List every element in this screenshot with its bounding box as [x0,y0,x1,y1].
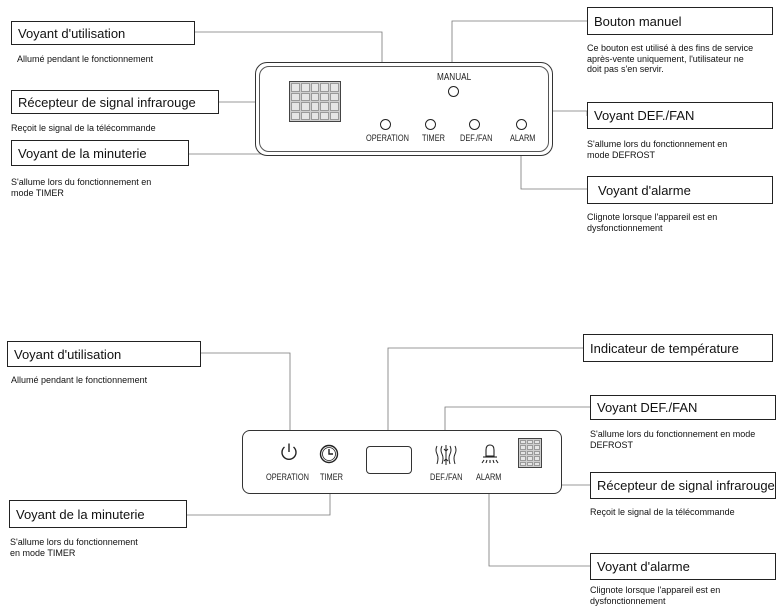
desc-line: mode TIMER [11,187,64,198]
callout-desc: Clignote lorsque l'appareil est en dysfo… [587,212,717,233]
callout-title: Récepteur de signal infrarouge [18,94,196,110]
callout-title: Bouton manuel [594,13,682,29]
callout-title: Voyant d'alarme [597,559,690,574]
desc-line: dysfonctionnement [587,222,663,233]
callout-title: Voyant d'alarme [598,182,691,198]
callout-desc: Reçoit le signal de la télécommande [11,123,156,133]
desc-line: mode DEFROST [587,149,656,160]
desc-line: dysfonctionnement [590,595,666,606]
callout-desc: Allumé pendant le fonctionnement [17,54,154,64]
alarm-led [516,119,527,130]
callout-desc: Ce bouton est utilisé à des fins de serv… [587,43,753,75]
desc-line: S'allume lors du fonctionnement en [11,177,152,187]
def-fan-label: DEF./FAN [430,472,463,482]
power-icon [281,443,297,461]
callout-title: Voyant DEF./FAN [594,108,695,123]
defrost-fan-icon [435,445,457,465]
label-box-recepteur-top: Récepteur de signal infrarouge [11,90,219,114]
timer-label: TIMER [320,472,343,482]
label-box-def-fan-bottom: Voyant DEF./FAN [590,395,776,420]
desc-line: Clignote lorsque l'appareil est en [590,585,721,595]
alarm-label: ALARM [510,133,536,143]
alarm-bell-icon [481,444,499,464]
label-box-alarme-top: Voyant d'alarme [587,176,773,204]
label-box-recepteur-bottom: Récepteur de signal infrarouge [590,472,776,499]
clock-icon [319,444,339,464]
callout-desc: S'allume lors du fonctionnement en mode … [11,177,151,198]
label-box-minuterie-top: Voyant de la minuterie [11,140,189,166]
label-box-voyant-utilisation-bottom: Voyant d'utilisation [7,341,201,367]
callout-desc: Reçoit le signal de la télécommande [590,507,735,517]
infrared-receiver-icon [289,81,341,122]
panel-bezel [259,66,549,152]
desc-line: Clignote lorsque l'appareil est en [587,212,718,222]
label-box-bouton-manuel: Bouton manuel [587,7,773,35]
desc-line: S'allume lors du fonctionnement [10,537,138,547]
operation-led [380,119,391,130]
label-box-voyant-utilisation-top: Voyant d'utilisation [11,21,195,45]
label-box-alarme-bottom: Voyant d'alarme [590,553,776,580]
label-box-def-fan-top: Voyant DEF./FAN [587,102,773,129]
callout-desc: Allumé pendant le fonctionnement [11,375,148,385]
operation-label: OPERATION [366,133,409,143]
def-fan-label: DEF./FAN [460,133,493,143]
leader-bot-alarm [488,466,590,567]
leader-bot-operation [201,352,291,445]
callout-title: Voyant de la minuterie [18,145,147,161]
desc-line: Ce bouton est utilisé à des fins de serv… [587,43,754,53]
callout-desc: S'allume lors du fonctionnement en mode … [590,429,755,450]
manual-label: MANUAL [437,72,472,83]
callout-title: Voyant d'utilisation [14,346,122,362]
callout-title: Récepteur de signal infrarouge [597,478,775,493]
desc-line: doit pas s'en servir. [587,64,664,74]
callout-desc: Clignote lorsque l'appareil est en dysfo… [590,585,720,606]
operation-label: OPERATION [266,472,309,482]
desc-line: après-vente uniquement, l'utilisateur ne [587,53,744,64]
timer-led [425,119,436,130]
callout-title: Voyant d'utilisation [18,25,126,41]
callout-desc: S'allume lors du fonctionnement en mode … [10,537,138,558]
callout-title: Voyant de la minuterie [16,506,145,522]
label-box-minuterie-bottom: Voyant de la minuterie [9,500,187,528]
def-fan-led [469,119,480,130]
label-box-temperature: Indicateur de température [583,334,773,362]
callout-desc: S'allume lors du fonctionnement en mode … [587,139,727,160]
control-panel-bottom [242,430,562,494]
desc-line: DEFROST [590,439,634,450]
infrared-receiver-icon [518,438,542,468]
timer-label: TIMER [422,133,445,143]
alarm-label: ALARM [476,472,502,482]
callout-title: Indicateur de température [590,340,739,356]
callout-title: Voyant DEF./FAN [597,400,698,415]
leader-bot-temperature [387,347,583,445]
desc-line: S'allume lors du fonctionnement en mode [590,429,756,439]
desc-line: S'allume lors du fonctionnement en [587,139,728,149]
desc-line: en mode TIMER [10,547,76,558]
manual-button[interactable] [448,86,459,97]
temperature-display [366,446,412,474]
